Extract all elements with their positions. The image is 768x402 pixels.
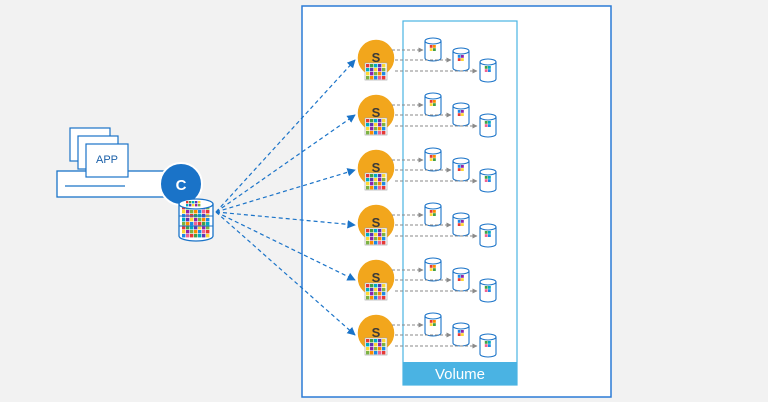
app-window-stack-icon: APP [56, 127, 166, 198]
storage-server-s-icon: S [356, 312, 497, 358]
database-cylinder-icon [424, 257, 442, 282]
database-cylinder-icon [452, 157, 470, 182]
client-to-server-arrow [215, 59, 356, 213]
database-cylinder-icon [479, 223, 497, 248]
volume-label: Volume [435, 366, 485, 383]
client-to-server-arrow [215, 211, 356, 229]
client-to-server-arrows [215, 59, 356, 336]
database-cylinder-icon [452, 212, 470, 237]
database-cylinder-icon [479, 333, 497, 358]
app-label: APP [96, 154, 118, 166]
sharded-database-icon [178, 198, 214, 242]
server-nodes: S S S S S S [356, 37, 497, 358]
server-shard-icon [364, 337, 388, 356]
server-shard-icon [364, 172, 388, 191]
storage-server-s-icon: S [356, 92, 497, 138]
database-cylinder-icon [479, 58, 497, 83]
database-cylinder-icon [424, 312, 442, 337]
client-to-server-arrow [215, 168, 356, 213]
client-letter: C [176, 177, 187, 194]
database-cylinder-icon [424, 37, 442, 62]
storage-server-s-icon: S [356, 147, 497, 193]
database-cylinder-icon [479, 168, 497, 193]
server-letter: S [372, 270, 381, 285]
storage-server-s-icon: S [356, 37, 497, 83]
server-shard-icon [364, 282, 388, 301]
server-shard-icon [364, 227, 388, 246]
database-cylinder-icon [424, 147, 442, 172]
server-shard-icon [364, 62, 388, 81]
server-letter: S [372, 105, 381, 120]
client-to-server-arrow [215, 211, 356, 336]
database-cylinder-icon [479, 278, 497, 303]
database-cylinder-icon [424, 202, 442, 227]
database-cylinder-icon [452, 47, 470, 72]
database-cylinder-icon [452, 267, 470, 292]
server-letter: S [372, 325, 381, 340]
storage-server-s-icon: S [356, 202, 497, 248]
client-to-server-arrow [215, 211, 356, 281]
server-letter: S [372, 50, 381, 65]
server-letter: S [372, 160, 381, 175]
server-shard-icon [364, 117, 388, 136]
client-c-icon: C [159, 162, 203, 206]
database-cylinder-icon [452, 322, 470, 347]
database-cylinder-icon [452, 102, 470, 127]
server-letter: S [372, 215, 381, 230]
volume-label-bar [403, 362, 517, 385]
client-to-server-arrow [215, 114, 356, 213]
storage-server-s-icon: S [356, 257, 497, 303]
database-cylinder-icon [479, 113, 497, 138]
database-cylinder-icon [424, 92, 442, 117]
